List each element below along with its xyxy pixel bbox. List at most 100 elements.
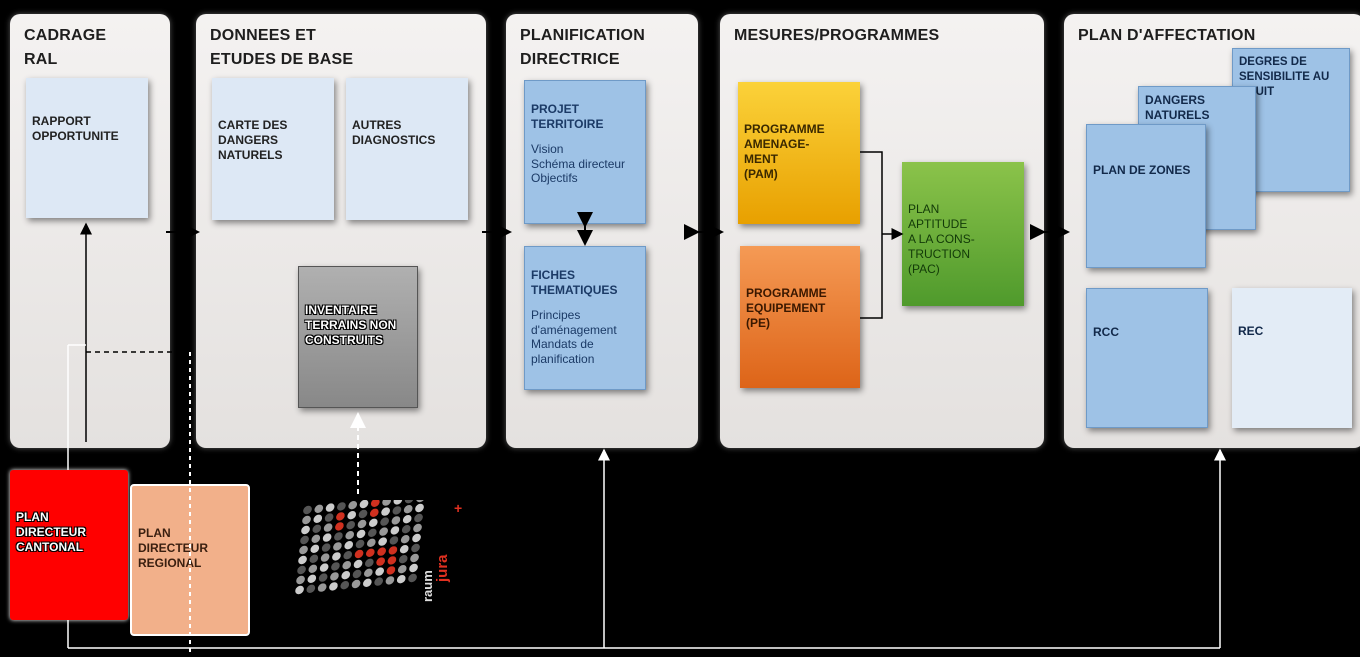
- logo-dot: [295, 585, 304, 595]
- logo-dot: [370, 500, 380, 507]
- logo-dot: [403, 505, 413, 514]
- logo-dot: [352, 569, 362, 579]
- logo-dot: [323, 523, 333, 532]
- logo-dot: [391, 516, 401, 525]
- logo-dot: [308, 564, 318, 574]
- rcc-box: RCC: [1086, 288, 1208, 428]
- logo-dot: [411, 543, 420, 553]
- logo-jura: jura: [434, 554, 451, 582]
- logo-dot: [374, 577, 383, 586]
- logo-dot: [335, 522, 344, 531]
- logo-dot: [344, 541, 354, 550]
- logo-dot: [386, 566, 396, 575]
- logo-dot: [378, 537, 387, 546]
- logo-dot: [369, 508, 379, 517]
- logo-dot: [296, 575, 305, 585]
- carte-dangers-box: CARTE DES DANGERS NATURELS: [212, 78, 334, 220]
- logo-dot: [320, 553, 330, 562]
- logo-dot: [404, 500, 414, 504]
- logo-dot: [322, 533, 332, 542]
- projet-body: Vision Schéma directeur Objectifs: [531, 142, 626, 185]
- logo-dot: [345, 531, 355, 540]
- logo-dot: [351, 579, 361, 589]
- logo-dot: [357, 519, 367, 529]
- logo-dot: [306, 584, 316, 594]
- logo-dot: [329, 582, 338, 591]
- logo-dot: [367, 528, 377, 537]
- logo-plus: +: [454, 500, 463, 516]
- logo-dot: [393, 500, 403, 505]
- logo-dot: [400, 535, 410, 544]
- logo-dot: [401, 525, 411, 534]
- logo-dot: [354, 549, 364, 559]
- logo-dot: [375, 567, 384, 576]
- inventaire-box: INVENTAIRE TERRAINS NON CONSTRUITS: [298, 266, 418, 408]
- logo-dot: [365, 558, 374, 567]
- logo-dot: [330, 572, 339, 581]
- logo-dot: [409, 563, 418, 573]
- logo-dot: [334, 532, 343, 541]
- logo-dot: [303, 505, 312, 515]
- logo-dot: [416, 500, 425, 503]
- logo-dot: [312, 524, 322, 533]
- logo-dot: [337, 502, 346, 511]
- dot-grid-icon: [295, 500, 425, 595]
- logo-dot: [311, 534, 321, 543]
- logo-dot: [385, 576, 395, 585]
- logo-dot: [298, 555, 307, 565]
- projet-territoire-box: PROJET TERRITOIRE Vision Schéma directeu…: [524, 80, 646, 224]
- autres-diagnostics-box: AUTRES DIAGNOSTICS: [346, 78, 468, 220]
- logo-dot: [356, 529, 366, 539]
- logo-dot: [302, 515, 311, 525]
- logo-dot: [413, 523, 422, 533]
- panel-planification-title: PLANIFICATION DIRECTRICE: [520, 27, 645, 68]
- logo-dot: [319, 563, 329, 572]
- logo-dot: [367, 538, 376, 547]
- rapport-opportunite-box: RAPPORT OPPORTUNITE: [26, 78, 148, 218]
- logo-dot: [396, 575, 406, 584]
- logo-dot: [402, 515, 412, 524]
- logo-dot: [355, 539, 365, 549]
- logo-dot: [325, 503, 335, 512]
- logo-dot: [359, 500, 369, 509]
- pam-box: PROGRAMME AMENAGE- MENT (PAM): [738, 82, 860, 224]
- logo-dot: [380, 517, 389, 526]
- fiches-thematiques-box: FICHES THEMATIQUES Principes d'aménageme…: [524, 246, 646, 390]
- logo-dot: [342, 560, 352, 570]
- logo-dot: [412, 533, 421, 543]
- logo-dot: [377, 547, 386, 556]
- logo-dot: [300, 535, 309, 545]
- logo-dot: [340, 581, 350, 590]
- logo-dot: [389, 536, 399, 545]
- projet-title: PROJET TERRITOIRE: [531, 102, 604, 131]
- rec-box: REC: [1232, 288, 1352, 428]
- logo-dot: [348, 501, 358, 510]
- pe-box: PROGRAMME EQUIPEMENT (PE): [740, 246, 860, 388]
- logo-dot: [297, 565, 306, 575]
- logo-dot: [410, 553, 419, 563]
- logo-dot: [392, 506, 402, 515]
- logo-dot: [415, 503, 424, 513]
- logo-dot: [347, 511, 357, 520]
- logo-dot: [317, 583, 327, 592]
- logo-dot: [381, 507, 390, 516]
- plan-directeur-regional-box: PLAN DIRECTEUR REGIONAL: [130, 484, 250, 636]
- logo-dot: [388, 546, 398, 555]
- logo-dot: [346, 521, 356, 530]
- logo-dot: [310, 544, 320, 553]
- logo-dot: [366, 548, 375, 557]
- logo-dot: [399, 545, 409, 554]
- plan-directeur-cantonal-box: PLAN DIRECTEUR CANTONAL: [10, 470, 128, 620]
- logo-dot: [318, 573, 328, 582]
- fiches-title: FICHES THEMATIQUES: [531, 268, 618, 297]
- logo-dot: [301, 525, 310, 535]
- logo-dot: [390, 526, 400, 535]
- logo-dot: [321, 543, 331, 552]
- logo-dot: [313, 514, 323, 523]
- logo-dot: [397, 565, 407, 574]
- logo-dot: [379, 527, 388, 536]
- logo-dot: [299, 545, 308, 555]
- logo-dot: [414, 513, 423, 523]
- fiches-body: Principes d'aménagement Mandats de plani…: [531, 308, 617, 366]
- pac-box: PLAN APTITUDE A LA CONS- TRUCTION (PAC): [902, 162, 1024, 306]
